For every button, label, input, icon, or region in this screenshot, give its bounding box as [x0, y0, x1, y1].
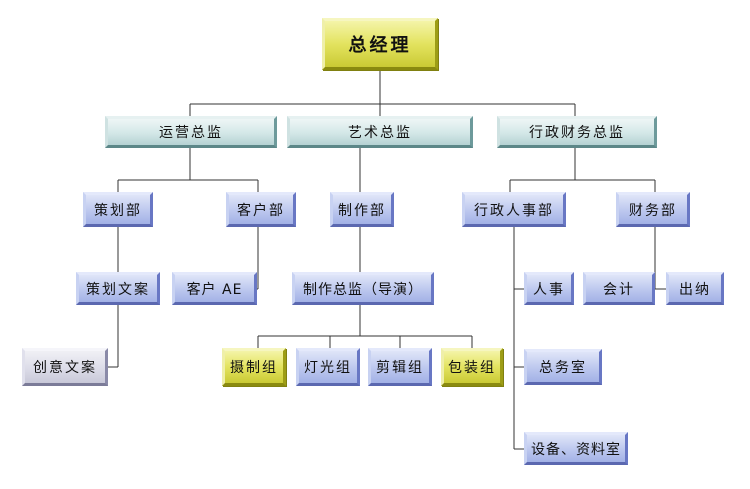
admin-finance-director-box: 行政财务总监 — [497, 116, 657, 148]
cashier-box: 出纳 — [666, 272, 724, 305]
client-dept-box: 客户部 — [226, 192, 296, 227]
equipment-room-box: 设备、资料室 — [524, 432, 628, 465]
general-manager-box: 总经理 — [322, 18, 438, 70]
operations-director-box: 运营总监 — [105, 116, 277, 148]
hr-box: 人事 — [524, 272, 574, 305]
lighting-group-box: 灯光组 — [296, 348, 360, 386]
general-office-box: 总务室 — [524, 349, 602, 385]
finance-dept-box: 财务部 — [616, 192, 690, 227]
production-dept-box: 制作部 — [330, 192, 394, 227]
creative-copy-box: 创意文案 — [22, 348, 108, 386]
planning-dept-box: 策划部 — [83, 192, 153, 227]
shooting-group-box: 摄制组 — [222, 348, 286, 386]
accounting-box: 会计 — [583, 272, 655, 305]
client-ae-box: 客户 AE — [172, 272, 257, 305]
editing-group-box: 剪辑组 — [368, 348, 432, 386]
art-director-box: 艺术总监 — [287, 116, 473, 148]
production-director-box: 制作总监（导演） — [292, 272, 434, 305]
planning-copy-box: 策划文案 — [76, 272, 160, 305]
packaging-group-box: 包装组 — [441, 348, 503, 386]
admin-hr-dept-box: 行政人事部 — [462, 192, 566, 227]
